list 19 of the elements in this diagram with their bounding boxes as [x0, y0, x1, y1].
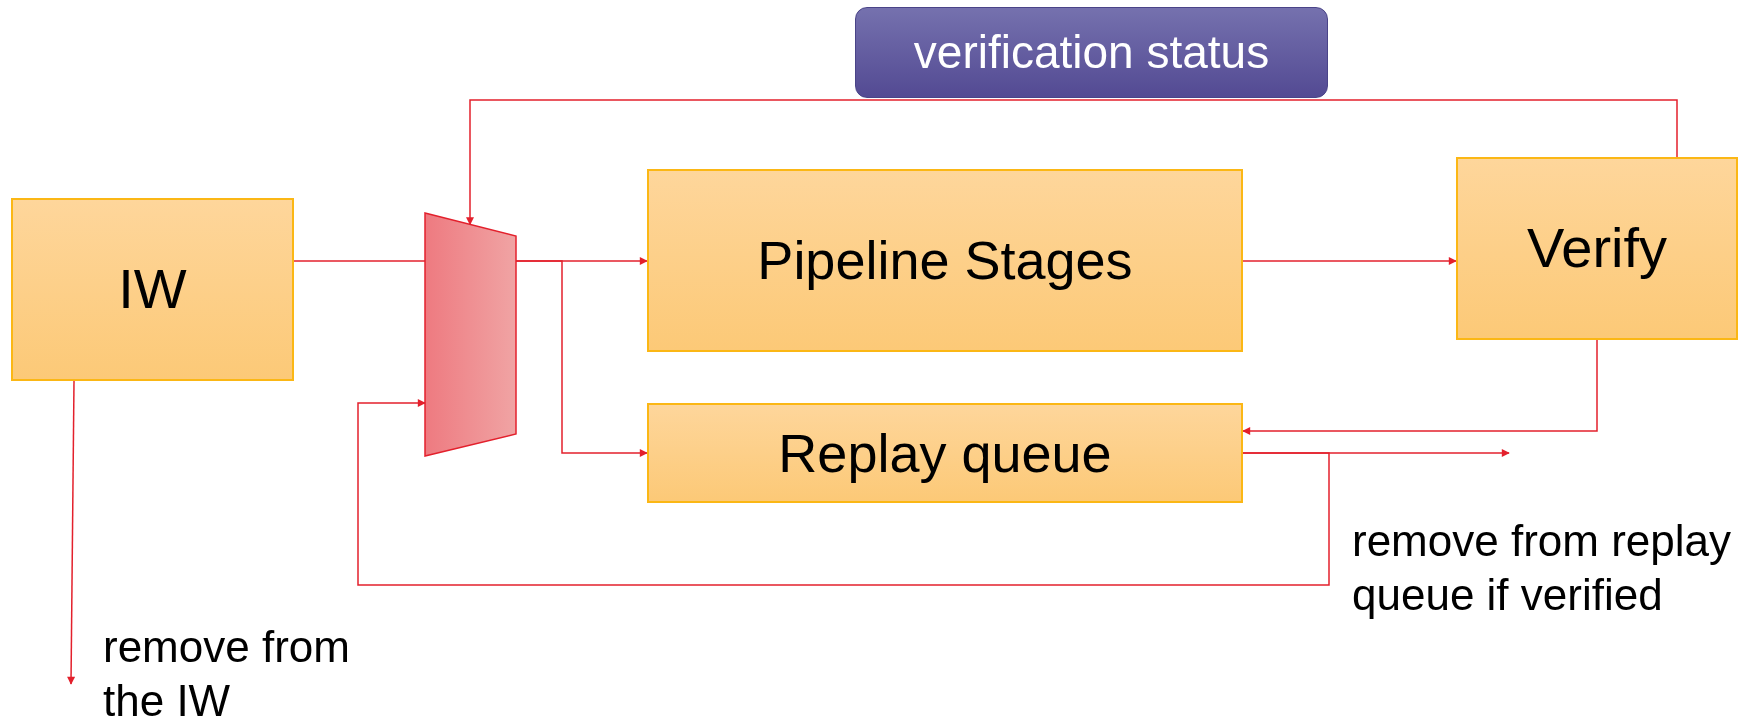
connector-line [293, 260, 426, 262]
note-text: remove from the IW [103, 621, 351, 727]
status-badge [855, 7, 1328, 98]
box-label: Replay queue [778, 421, 1112, 485]
arrow [357, 399, 1330, 586]
box-label: IW [118, 257, 187, 322]
arrow [466, 99, 1678, 226]
process-box [647, 169, 1243, 352]
box-label: Verify [1526, 216, 1668, 281]
note-text: remove from replay queue if verified [1352, 515, 1732, 621]
process-box [647, 403, 1243, 503]
box-label: verification status [913, 26, 1270, 79]
process-box [1456, 157, 1738, 340]
process-box [11, 198, 294, 381]
arrow [67, 380, 76, 685]
multiplexer-shape [425, 213, 516, 456]
arrow [1242, 339, 1598, 435]
box-label: Pipeline Stages [757, 229, 1133, 292]
arrow [1242, 257, 1457, 265]
